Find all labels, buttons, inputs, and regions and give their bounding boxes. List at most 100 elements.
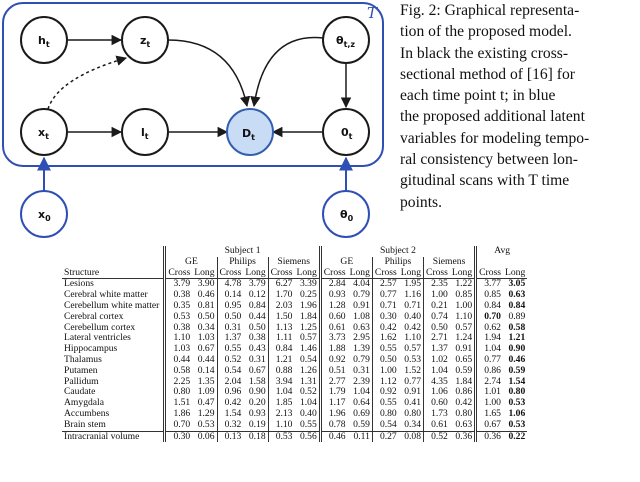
table-cell: 0.90 (508, 343, 526, 355)
structure-name: Thalamus (62, 354, 167, 366)
table-cell: 0.60 (431, 397, 448, 409)
table-cell: 2.39 (347, 376, 373, 388)
table-cell: 0.54 (379, 418, 397, 430)
table-cell: 0.59 (347, 419, 373, 432)
table-cell: 1.96 (294, 300, 322, 312)
table-cell: 1.50 (275, 310, 293, 322)
table-cell: 3.73 (328, 332, 346, 344)
header-cross: Cross (374, 266, 397, 278)
table-cell: 2.74 (484, 375, 501, 387)
table-cell: 0.67 (484, 418, 501, 430)
svg-text:Dt: Dt (242, 127, 255, 142)
table-cell: 3.77 (484, 278, 501, 290)
header-cross: Cross (479, 266, 501, 278)
table-cell: 0.91 (347, 300, 373, 312)
table-cell: 0.55 (224, 343, 242, 355)
table-cell: 0.36 (484, 430, 501, 442)
table-cell: 1.10 (449, 311, 478, 323)
header-cross: Cross (426, 266, 448, 278)
table-cell: 0.58 (508, 321, 526, 333)
table-cell: 0.12 (243, 289, 269, 301)
node-l: lt (121, 108, 169, 156)
table-cell: 0.59 (508, 364, 526, 376)
table-cell: 0.44 (192, 354, 218, 366)
table-cell: 0.63 (508, 289, 526, 301)
caption-line: In black the existing cross- (400, 44, 569, 62)
table-cell: 0.22 (508, 430, 526, 442)
table-cell: 1.95 (398, 278, 424, 291)
table-cell: 4.35 (431, 375, 448, 387)
table-cell: 0.91 (398, 387, 424, 399)
table-cell: 0.53 (173, 310, 191, 322)
table-cell: 1.37 (431, 343, 448, 355)
table-cell: 0.50 (192, 311, 218, 323)
table-cell: 0.47 (192, 397, 218, 409)
table-cell: 0.80 (379, 407, 397, 419)
plate-label: T (367, 4, 378, 22)
structure-name: Pallidum (62, 376, 167, 388)
table-cell: 0.92 (379, 386, 397, 398)
table-cell: 0.90 (243, 387, 269, 399)
table-cell: 1.54 (224, 407, 242, 419)
table-cell: 0.80 (173, 386, 191, 398)
table-cell: 0.46 (328, 430, 346, 442)
node-x-t: xt (20, 108, 68, 156)
svg-text:ht: ht (38, 34, 50, 49)
table-cell: 0.35 (173, 299, 191, 311)
table-cell: 2.95 (347, 333, 373, 345)
table-cell: 1.08 (347, 311, 373, 323)
svg-text:0t: 0t (341, 126, 353, 141)
header-long: Long (347, 267, 373, 279)
table-cell: 0.38 (243, 333, 269, 345)
table-cell: 0.50 (243, 322, 269, 334)
header-subject-2: Subject 2 (320, 245, 478, 257)
header-subject-1: Subject 1 (164, 245, 322, 257)
table-cell: 0.50 (379, 353, 397, 365)
table-cell: 1.54 (508, 375, 526, 387)
table-cell: 1.03 (173, 343, 191, 355)
table-cell: 0.53 (508, 397, 526, 409)
table-cell: 1.94 (484, 332, 501, 344)
table-cell: 6.27 (275, 278, 293, 290)
table-cell: 1.04 (347, 387, 373, 399)
structure-name: Cerebral cortex (62, 311, 167, 323)
table-cell: 0.65 (449, 354, 478, 366)
structure-name: Accumbens (62, 408, 167, 420)
table-cell: 0.55 (294, 419, 322, 432)
table-cell: 0.18 (243, 431, 269, 443)
table-cell: 0.14 (224, 289, 242, 301)
header-long: Long (243, 267, 269, 279)
svg-text:θ0: θ0 (340, 208, 354, 223)
structure-name: Caudate (62, 387, 167, 399)
table-cell: 1.22 (449, 278, 478, 291)
table-cell: 0.32 (224, 418, 242, 430)
table-cell: 0.95 (224, 299, 242, 311)
caption-line: points. (400, 193, 443, 211)
table-cell: 0.50 (224, 310, 242, 322)
table-cell: 0.63 (449, 419, 478, 432)
graphical-model-svg: T ht zt θt,z xt lt Dt 0t x0 (2, 2, 384, 238)
table-cell: 1.58 (243, 376, 269, 388)
table-cell: 1.37 (224, 332, 242, 344)
table-cell: 0.06 (192, 431, 218, 443)
table-cell: 0.85 (484, 289, 501, 301)
header-cross: Cross (168, 266, 191, 278)
table-cell: 0.54 (294, 354, 322, 366)
table-cell: 0.54 (224, 364, 242, 376)
table-cell: 0.50 (431, 321, 448, 333)
table-cell: 0.53 (192, 419, 218, 432)
table-cell: 0.71 (379, 299, 397, 311)
header-long: Long (192, 267, 218, 279)
header-structure: Structure (62, 267, 167, 279)
header-scanner: GE (320, 256, 373, 268)
table-cell: 0.42 (224, 397, 242, 409)
caption-line: variables for modeling tempo- (400, 129, 590, 147)
table-cell: 0.86 (484, 364, 501, 376)
table-cell: 0.52 (431, 430, 448, 442)
